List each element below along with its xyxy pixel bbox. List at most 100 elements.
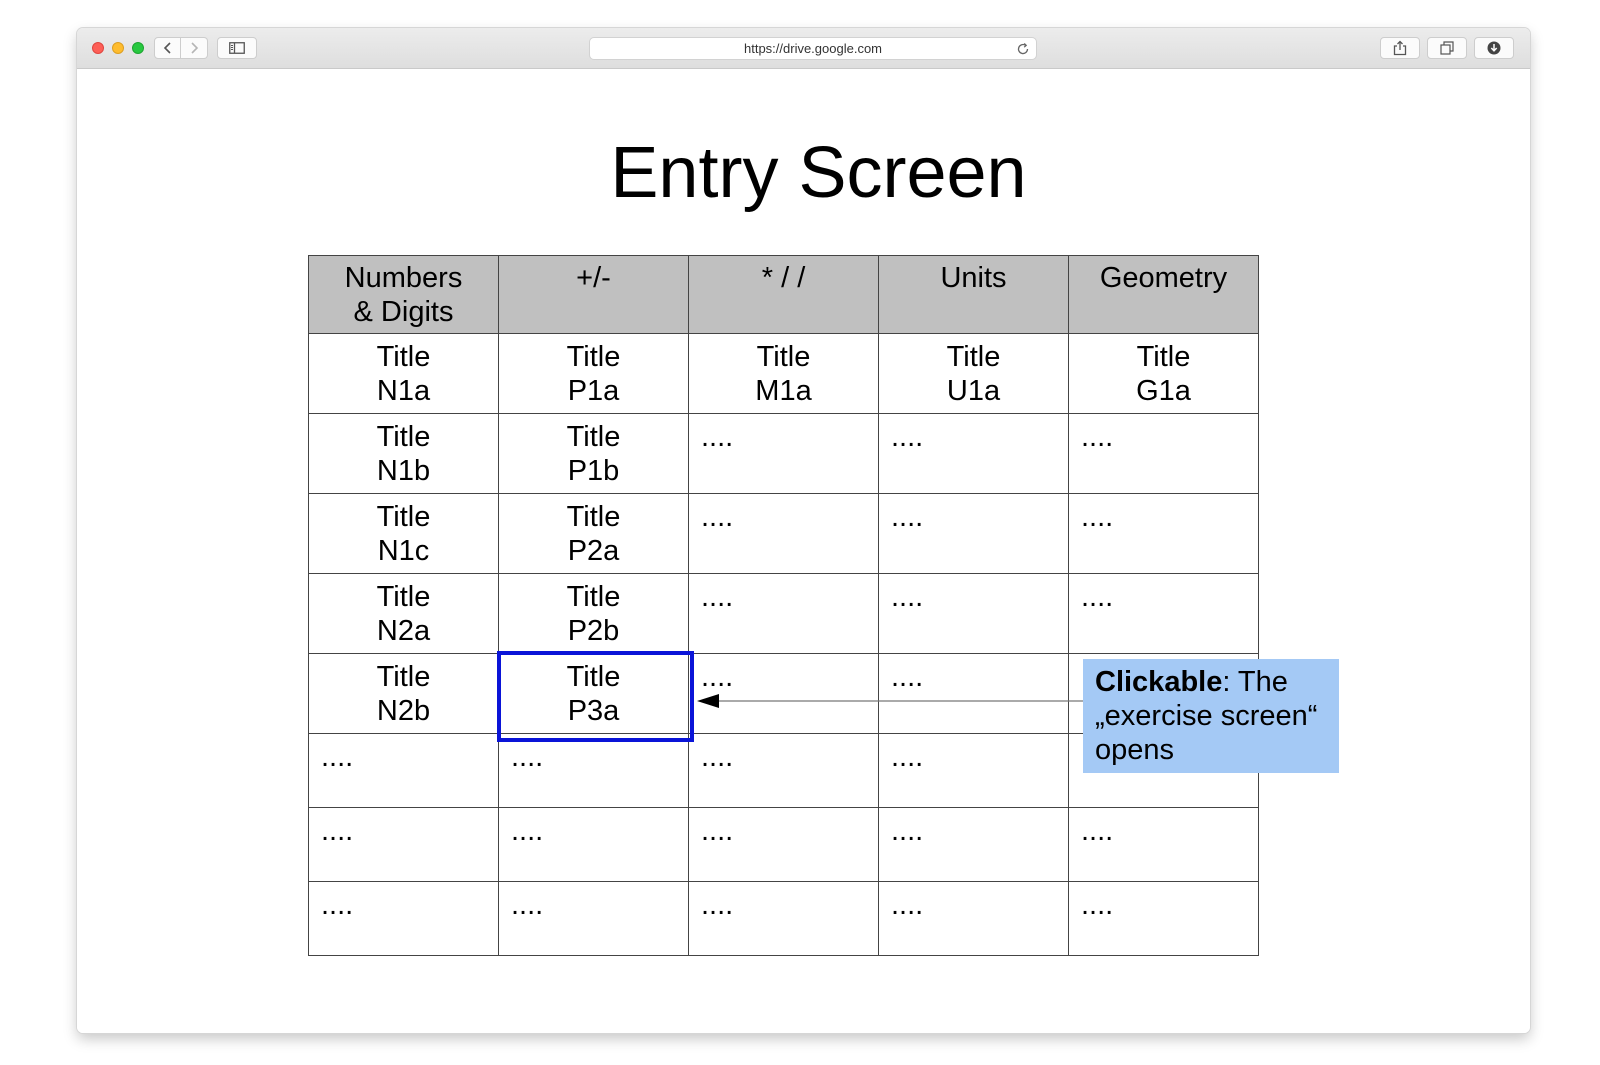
table-cell-placeholder: .... xyxy=(498,881,689,956)
page-content: Entry Screen Numbers& Digits +/- * / / U… xyxy=(77,69,1530,1033)
table-cell-placeholder: .... xyxy=(498,807,689,882)
cell-line1: .... xyxy=(511,889,544,921)
cell-line1: Title xyxy=(376,501,431,533)
chevron-left-icon xyxy=(163,42,171,54)
cell-line1: .... xyxy=(891,661,924,693)
cell-line1: Title xyxy=(566,581,621,613)
cell-line1: .... xyxy=(1081,501,1114,533)
table-cell-placeholder: .... xyxy=(688,733,879,808)
entry-table: Numbers& Digits +/- * / / Units Geometry… xyxy=(308,255,1259,956)
downloads-button[interactable] xyxy=(1474,37,1514,59)
table-cell-placeholder: .... xyxy=(688,881,879,956)
cell-line1: .... xyxy=(891,815,924,847)
table-row: .................... xyxy=(308,881,1259,956)
cell-line1: .... xyxy=(321,741,354,773)
cell-line2: N1c xyxy=(377,535,430,567)
forward-button[interactable] xyxy=(181,37,208,59)
cell-line1: .... xyxy=(701,501,734,533)
table-header-row: Numbers& Digits +/- * / / Units Geometry xyxy=(308,255,1259,334)
callout-note: Clickable: The „exercise screen“ opens xyxy=(1083,659,1339,773)
cell-line2: P1a xyxy=(567,375,620,407)
address-bar[interactable]: https://drive.google.com xyxy=(589,37,1037,60)
browser-toolbar: https://drive.google.com xyxy=(77,28,1530,69)
cell-line1: Title xyxy=(566,501,621,533)
cell-line1: .... xyxy=(891,889,924,921)
cell-line2: N1a xyxy=(376,375,431,407)
share-button[interactable] xyxy=(1380,37,1420,59)
cell-line2: N1b xyxy=(376,455,431,487)
cell-line1: Title xyxy=(566,661,621,693)
chevron-right-icon xyxy=(191,42,199,54)
table-cell-placeholder: .... xyxy=(688,413,879,494)
cell-line1: .... xyxy=(891,581,924,613)
table-cell-placeholder: .... xyxy=(688,493,879,574)
table-cell-placeholder: .... xyxy=(878,493,1069,574)
table-cell-placeholder: .... xyxy=(308,807,499,882)
cell-line1: .... xyxy=(321,889,354,921)
callout-line2: „exercise screen“ xyxy=(1095,700,1318,732)
page-title: Entry Screen xyxy=(610,133,1027,213)
callout-arrow xyxy=(697,694,1085,708)
cell-line2: M1a xyxy=(755,375,812,407)
table-cell-placeholder: .... xyxy=(1068,493,1259,574)
table-row: .................... xyxy=(308,807,1259,882)
back-button[interactable] xyxy=(154,37,181,59)
cell-line1: .... xyxy=(321,815,354,847)
callout-line1: : The xyxy=(1222,666,1288,698)
table-cell-placeholder: .... xyxy=(878,807,1069,882)
table-cell-placeholder: .... xyxy=(688,807,879,882)
sidebar-toggle-button[interactable] xyxy=(217,37,257,59)
callout-bold: Clickable xyxy=(1095,666,1223,698)
cell-line1: .... xyxy=(1081,815,1114,847)
cell-line1: .... xyxy=(1081,889,1114,921)
cell-line1: .... xyxy=(701,661,734,693)
highlight-box-p3a xyxy=(497,651,694,742)
cell-line1: Title xyxy=(376,421,431,453)
cell-line1: .... xyxy=(1081,421,1114,453)
table-cell-placeholder: .... xyxy=(878,881,1069,956)
cell-line2: N2a xyxy=(376,615,431,647)
cell-line2: P3a xyxy=(567,695,620,727)
table-cell-placeholder: .... xyxy=(878,733,1069,808)
cell-line1: .... xyxy=(511,741,544,773)
header-plus-minus: +/- xyxy=(498,255,689,334)
table-cell-placeholder: .... xyxy=(688,573,879,654)
header-units: Units xyxy=(878,255,1069,334)
tab-overview-button[interactable] xyxy=(1427,37,1467,59)
header-numbers-digits: Numbers& Digits xyxy=(308,255,499,334)
close-window-button[interactable] xyxy=(92,42,104,54)
header-multiply-divide: * / / xyxy=(688,255,879,334)
minimize-window-button[interactable] xyxy=(112,42,124,54)
cell-line2: P2b xyxy=(567,615,620,647)
cell-line1: .... xyxy=(511,815,544,847)
cell-line1: .... xyxy=(701,889,734,921)
table-cell-placeholder: .... xyxy=(878,413,1069,494)
reload-icon[interactable] xyxy=(1016,42,1030,56)
cell-line2: N2b xyxy=(376,695,431,727)
callout-line3: opens xyxy=(1095,734,1175,766)
cell-line2: G1a xyxy=(1136,375,1191,407)
cell-line1: .... xyxy=(701,815,734,847)
table-cell-placeholder: .... xyxy=(308,881,499,956)
table-cell-placeholder: .... xyxy=(1068,881,1259,956)
table-cell-placeholder: .... xyxy=(498,733,689,808)
cell-line1: Title xyxy=(376,341,431,373)
cell-line1: Title xyxy=(946,341,1001,373)
zoom-window-button[interactable] xyxy=(132,42,144,54)
